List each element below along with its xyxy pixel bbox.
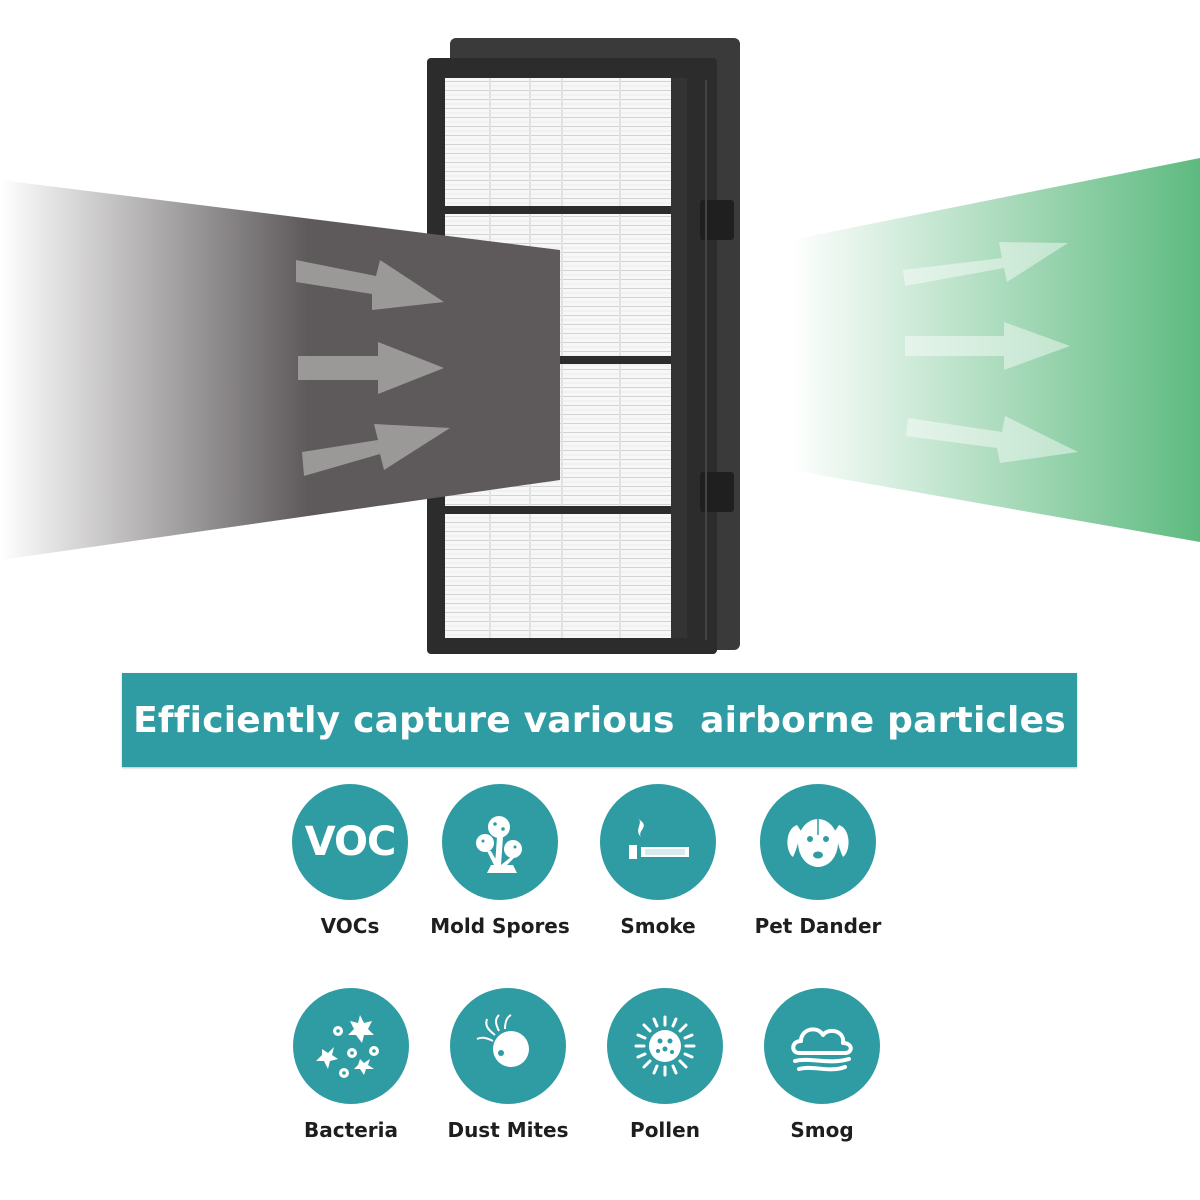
particle-item-vocs: VOC VOCs: [250, 784, 450, 938]
particle-item-bacteria: Bacteria: [251, 988, 451, 1142]
cigarette-smoke-icon: [600, 784, 716, 900]
particle-label: Pet Dander: [754, 914, 882, 938]
dirty-air-beam: [0, 180, 560, 560]
particle-label: Smog: [790, 1118, 854, 1142]
particle-item-pet-dander: Pet Dander: [718, 784, 918, 938]
headline-text: Efficiently capture various airborne par…: [133, 699, 1066, 741]
dust-mite-icon: [450, 988, 566, 1104]
smog-cloud-icon: [764, 988, 880, 1104]
dog-face-icon: [760, 784, 876, 900]
particle-item-mold-spores: Mold Spores: [400, 784, 600, 938]
particle-label: Smoke: [620, 914, 696, 938]
particle-label: VOCs: [320, 914, 380, 938]
voc-text-icon: VOC: [292, 784, 408, 900]
particle-label: Pollen: [630, 1118, 700, 1142]
pollen-icon: [607, 988, 723, 1104]
particle-item-smoke: Smoke: [558, 784, 758, 938]
particle-item-pollen: Pollen: [565, 988, 765, 1142]
bacteria-icon: [293, 988, 409, 1104]
dirty-air-arrows: [296, 260, 450, 476]
particle-label: Bacteria: [304, 1118, 398, 1142]
particle-item-smog: Smog: [722, 988, 922, 1142]
voc-icon-text: VOC: [304, 819, 397, 865]
particle-label: Dust Mites: [447, 1118, 569, 1142]
mold-spores-icon: [442, 784, 558, 900]
air-filter-illustration: [0, 38, 1200, 654]
particle-item-dust-mites: Dust Mites: [408, 988, 608, 1142]
clean-air-beam: [790, 158, 1200, 542]
particle-label: Mold Spores: [430, 914, 570, 938]
headline-banner: Efficiently capture various airborne par…: [122, 673, 1077, 767]
clean-air-arrows: [903, 242, 1078, 463]
